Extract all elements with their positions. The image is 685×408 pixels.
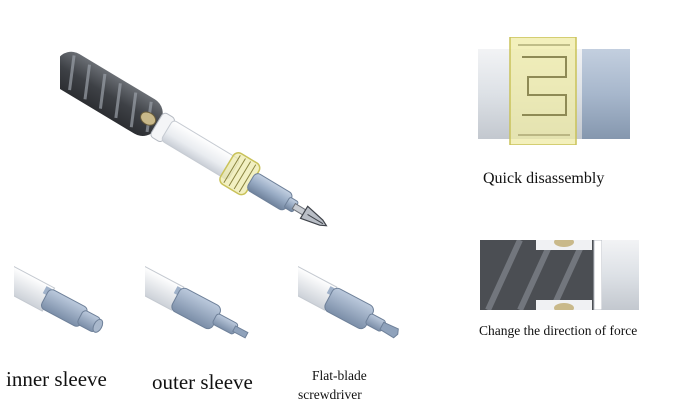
inner-sleeve-illustration xyxy=(14,262,104,333)
outer-sleeve-caption: outer sleeve xyxy=(152,370,253,394)
handle xyxy=(60,51,163,136)
screwdriver-assembly-illustration xyxy=(60,51,328,227)
flat-blade-screwdriver-illustration xyxy=(298,262,399,339)
inner-sleeve-caption: inner sleeve xyxy=(6,367,107,391)
handle-badge xyxy=(140,111,157,126)
clip-sleeve xyxy=(509,37,577,145)
phillips-bit xyxy=(299,205,328,227)
force-direction-detail xyxy=(480,240,639,310)
flat-blade-caption-line2: screwdriver xyxy=(298,387,362,402)
flat-blade-caption-line1: Flat-blade xyxy=(312,368,367,383)
quick-disassembly-caption: Quick disassembly xyxy=(483,170,605,187)
outer-sleeve-illustration xyxy=(145,262,249,339)
clip-slots xyxy=(522,56,567,116)
force-direction-caption: Change the direction of force xyxy=(479,323,638,338)
quick-disassembly-detail xyxy=(478,37,630,145)
